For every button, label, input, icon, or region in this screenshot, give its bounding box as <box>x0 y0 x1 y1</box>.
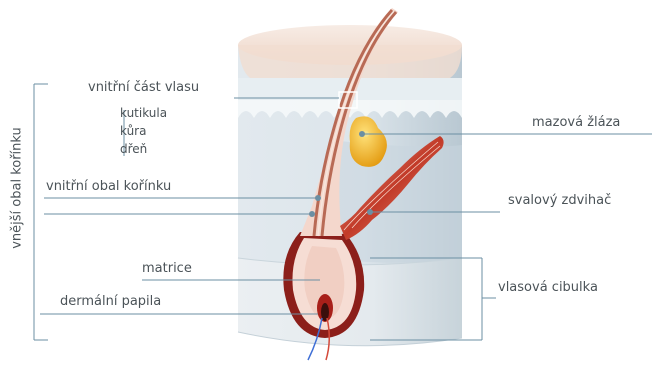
label-arrector-muscle: svalový zdvihač <box>508 193 611 209</box>
label-hair-follicle: vlasová cibulka <box>498 280 598 296</box>
label-outer-root-sheath: vnější obal kořínku <box>10 127 25 249</box>
label-cortex: kůra <box>120 124 146 139</box>
label-cuticle: kutikula <box>120 106 167 121</box>
label-sebaceous-gland: mazová žláza <box>532 115 620 131</box>
label-medulla: dřeň <box>120 142 147 157</box>
label-inner-root-sheath: vnitřní obal kořínku <box>46 179 171 195</box>
label-dermal-papilla: dermální papila <box>60 294 161 310</box>
label-inner-hair: vnitřní část vlasu <box>88 80 199 96</box>
label-matrix: matrice <box>142 261 192 277</box>
